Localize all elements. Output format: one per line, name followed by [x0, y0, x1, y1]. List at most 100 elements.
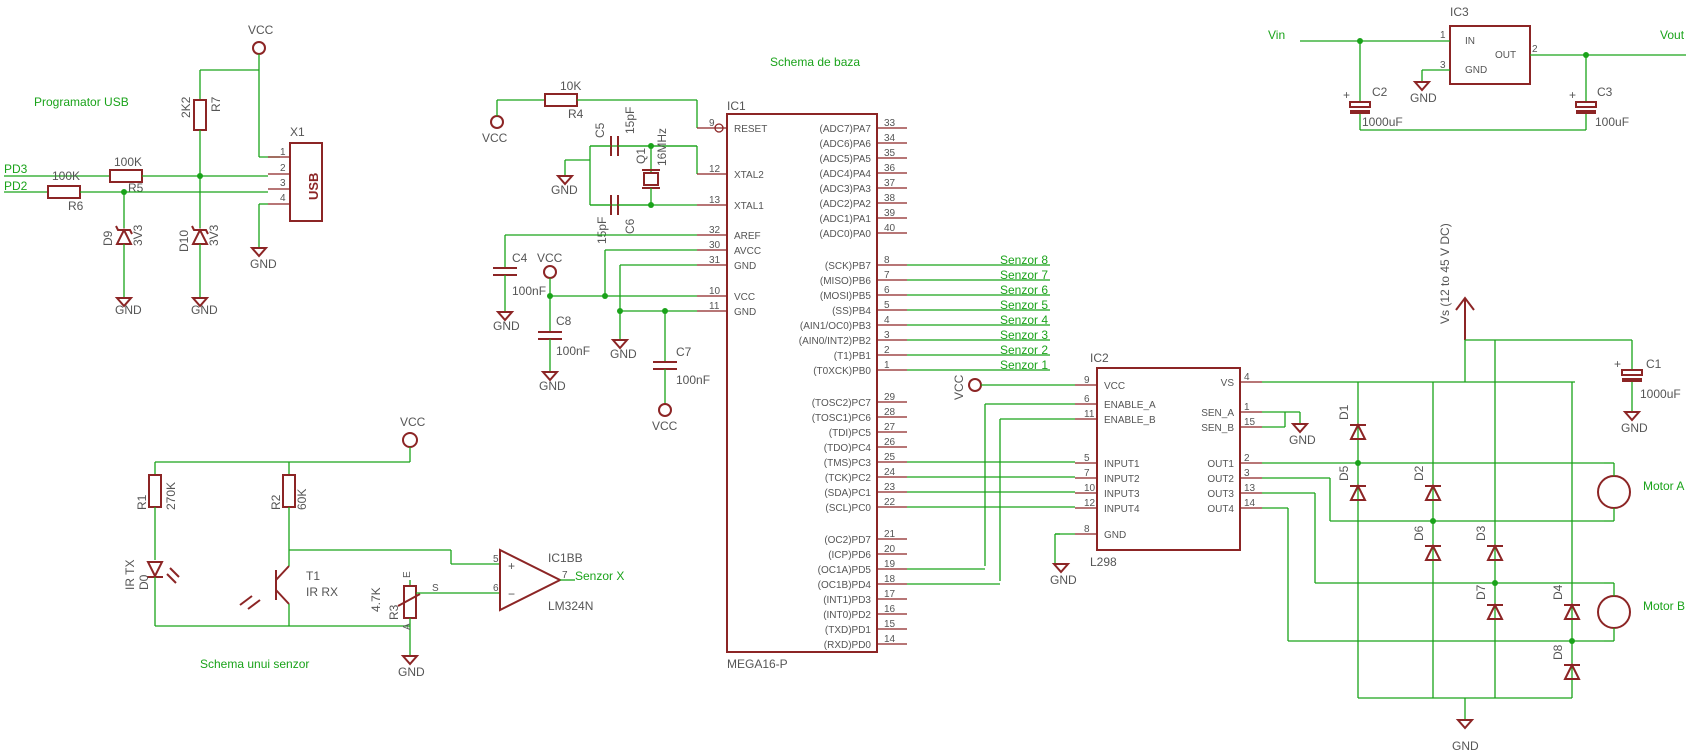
mcu-right-pin-label: (ADC0)PA0: [820, 229, 872, 240]
driver-left-pin-label: INPUT1: [1104, 459, 1140, 470]
r5-ref: R5: [128, 181, 144, 195]
sensor-net-label: Senzor 1: [1000, 358, 1048, 372]
mcu-right-pin-label: (INT1)PD3: [823, 595, 871, 606]
opamp-lm324: [499, 548, 563, 612]
gnd-symbol-sensor: [400, 655, 420, 666]
motor-a-label: Motor A: [1643, 479, 1684, 493]
gnd-label-d10: GND: [191, 303, 218, 317]
mcu-right-pin-label: (T0XCK)PB0: [813, 366, 871, 377]
driver-right-pin-number: 2: [1244, 453, 1250, 464]
driver-left-pin-label: INPUT4: [1104, 504, 1140, 515]
driver-left-pin-number: 5: [1084, 453, 1090, 464]
mcu-name: MEGA16-P: [727, 657, 788, 671]
driver-right-pin-label: OUT2: [1207, 474, 1234, 485]
mcu-right-pin-label: (SCK)PB7: [825, 261, 872, 272]
driver-left-pin-number: 7: [1084, 468, 1090, 479]
mcu-left-pin-label: XTAL1: [734, 201, 764, 212]
mcu-right-pin-label: (T1)PB1: [834, 351, 872, 362]
diode-label: D6: [1412, 525, 1426, 541]
mcu-right-pin-number: 19: [884, 559, 896, 570]
mcu-right-pin-label: (ADC4)PA4: [820, 169, 872, 180]
gnd-label-sensor: GND: [398, 665, 425, 679]
diode: [1486, 543, 1504, 561]
opamp-plus-pin: 5: [493, 554, 499, 565]
driver-name: L298: [1090, 555, 1117, 569]
d10-value: 3V3: [207, 224, 221, 246]
sensor-net-label: Senzor 7: [1000, 268, 1048, 282]
gnd-symbol-bridge: [1455, 719, 1475, 730]
net-sensor-x: Senzor X: [575, 569, 624, 583]
mcu-support-circuit: VCC 10K R4 GND C5 15pF 15pF: [482, 79, 710, 433]
mcu-right-pin-label: (ADC1)PA1: [820, 214, 872, 225]
mcu-left-pin-number: 13: [709, 195, 721, 206]
gnd-symbol-driver: [1051, 563, 1071, 574]
mcu-right-pin-number: 34: [884, 133, 896, 144]
c2-plus: +: [1343, 88, 1350, 102]
r5-value: 100K: [114, 155, 142, 169]
regulator-out: OUT: [1495, 50, 1516, 61]
gnd-label-usb: GND: [250, 257, 277, 271]
gnd-symbol-d9: [114, 297, 134, 308]
vcc-symbol-avcc: [543, 265, 557, 279]
diode-label: D1: [1337, 404, 1351, 420]
zener-d9: [115, 227, 133, 245]
mcu-left-pin-label: GND: [734, 261, 756, 272]
sensor-title: Schema unui senzor: [200, 657, 309, 671]
mcu-left-pin-label: XTAL2: [734, 170, 764, 181]
mcu-right-pin-label: (TDI)PC5: [829, 428, 872, 439]
sensor-circuit: VCC R1 270K IR TX D0 R2 60K T1 IR RX: [123, 415, 624, 679]
c6-value: 15pF: [595, 217, 609, 244]
t1-ref: T1: [306, 569, 320, 583]
r1-ref: R1: [135, 494, 149, 510]
r1-value: 270K: [164, 482, 178, 510]
q1-ref: Q1: [634, 148, 648, 164]
gnd-label-regulator: GND: [1410, 91, 1437, 105]
mcu-right-pin-number: 27: [884, 422, 896, 433]
mcu-right-pin-label: (AIN1/OC0)PB3: [800, 321, 872, 332]
driver-right-pin-number: 13: [1244, 483, 1256, 494]
net-pd2: PD2: [4, 179, 28, 193]
motor-driver: IC2 L298 VCC9ENABLE_A6ENABLE_B11INPUT15I…: [952, 223, 1685, 753]
mcu-right-pin-number: 33: [884, 118, 896, 129]
r2-value: 60K: [295, 489, 309, 510]
vcc-label-c7: VCC: [652, 419, 678, 433]
gnd-symbol-sense: [1290, 423, 1310, 434]
driver-left-pin-number: 6: [1084, 394, 1090, 405]
diode: [1486, 602, 1504, 620]
gnd-label-d9: GND: [115, 303, 142, 317]
vcc-label-driver: VCC: [952, 374, 966, 400]
mcu-left-pin-number: 31: [709, 255, 721, 266]
r4-ref: R4: [568, 107, 584, 121]
mcu-right-pin-label: (TDO)PC4: [824, 443, 872, 454]
c5-value: 15pF: [623, 107, 637, 134]
driver-left-pin-number: 10: [1084, 483, 1096, 494]
mcu-right-pin-label: (OC1B)PD4: [818, 580, 872, 591]
driver-ref: IC2: [1090, 351, 1109, 365]
mcu-right-pin-number: 24: [884, 467, 896, 478]
driver-left-pin-label: INPUT3: [1104, 489, 1140, 500]
sensor-net-label: Senzor 2: [1000, 343, 1048, 357]
vcc-symbol-usb: [252, 41, 266, 55]
mcu-right-pin-label: (SCL)PC0: [825, 503, 871, 514]
mcu-right-pin-number: 3: [884, 330, 890, 341]
mcu-right-pin-number: 18: [884, 574, 896, 585]
mcu-right-pin-label: (ADC6)PA6: [820, 139, 872, 150]
c4-ref: C4: [512, 251, 528, 265]
diode-label: D8: [1551, 644, 1565, 660]
mcu-atmega16: IC1 MEGA16-P RESET9XTAL212XTAL113AREF32A…: [697, 99, 1075, 671]
mcu-right-pin-number: 40: [884, 223, 896, 234]
r3-pin-e: E: [402, 571, 413, 578]
mcu-right-pin-number: 35: [884, 148, 896, 159]
mcu-right-pin-number: 38: [884, 193, 896, 204]
sensor-net-label: Senzor 8: [1000, 253, 1048, 267]
mcu-right-pin-number: 7: [884, 270, 890, 281]
opamp-minus: −: [508, 587, 515, 601]
mcu-right-pin-number: 17: [884, 589, 896, 600]
diode-label: D2: [1412, 465, 1426, 481]
mcu-right-pin-number: 14: [884, 634, 896, 645]
mcu-right-pin-label: (ADC2)PA2: [820, 199, 872, 210]
